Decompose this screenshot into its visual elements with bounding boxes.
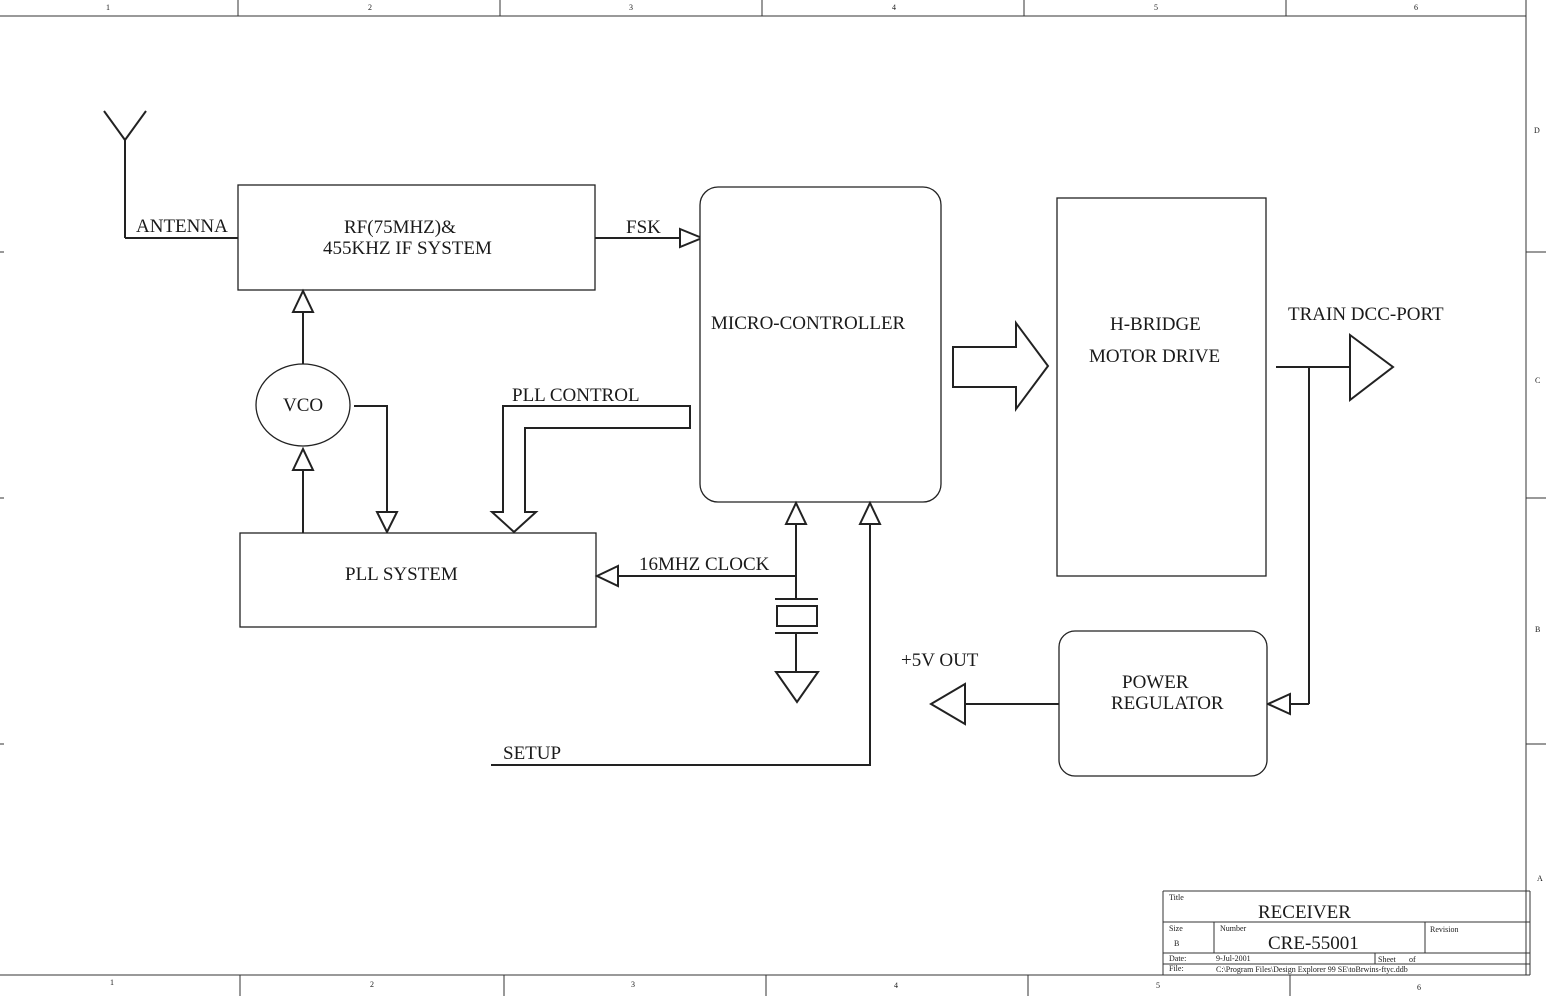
zone-label: 4 — [894, 981, 898, 990]
pll-control-label: PLL CONTROL — [512, 385, 640, 406]
rf-if-block — [237, 184, 596, 291]
five-volt-out-label: +5V OUT — [901, 650, 979, 671]
right-zone-labels: D C B A — [1534, 126, 1543, 883]
ground-symbol — [774, 671, 820, 704]
vco-to-pll-arrow — [354, 405, 399, 535]
micro-controller-label: MICRO-CONTROLLER — [711, 313, 906, 334]
bottom-zone-labels: 1 2 3 4 5 6 — [110, 978, 1421, 992]
zone-label: 3 — [629, 3, 633, 12]
number-label: Number — [1220, 924, 1247, 933]
h-bridge-block — [1056, 197, 1267, 577]
zone-label: 6 — [1414, 3, 1418, 12]
size-label: Size — [1169, 924, 1183, 933]
setup-input-line — [491, 500, 882, 766]
antenna-symbol — [103, 110, 238, 239]
size-value: B — [1174, 939, 1179, 948]
power-regulator-label-line1: POWER — [1122, 672, 1189, 693]
rf-block-label-line1: RF(75MHZ)& — [344, 217, 456, 238]
vco-label: VCO — [283, 395, 323, 416]
file-path: C:\Program Files\Design Explorer 99 SE\t… — [1216, 965, 1408, 974]
clock-signal-arrow — [594, 500, 808, 599]
fsk-label: FSK — [626, 217, 661, 238]
zone-label: 1 — [110, 978, 114, 987]
zone-label: 5 — [1154, 3, 1158, 12]
train-dcc-port-symbol — [1265, 333, 1395, 716]
zone-label: 1 — [106, 3, 110, 12]
antenna-label: ANTENNA — [136, 216, 228, 237]
fsk-signal-arrow — [595, 227, 705, 249]
pll-system-block — [239, 532, 597, 628]
zone-label: A — [1537, 874, 1543, 883]
power-regulator-label-line2: REGULATOR — [1111, 693, 1224, 714]
zone-label: D — [1534, 126, 1540, 135]
pll-to-vco-arrow — [291, 446, 315, 533]
zone-label: 2 — [370, 980, 374, 989]
setup-label: SETUP — [503, 743, 561, 764]
crystal-oscillator-symbol — [775, 598, 818, 672]
zone-label: 3 — [631, 980, 635, 989]
rf-block-label-line2: 455KHZ IF SYSTEM — [323, 238, 492, 259]
of-label: of — [1409, 955, 1416, 964]
date-value: 9-Jul-2001 — [1216, 954, 1251, 963]
zone-label: 4 — [892, 3, 896, 12]
drawing-number: CRE-55001 — [1268, 933, 1359, 954]
pll-control-bus-arrow — [489, 405, 691, 534]
h-bridge-label-line2: MOTOR DRIVE — [1089, 346, 1220, 367]
zone-label: 6 — [1417, 983, 1421, 992]
drawing-title: RECEIVER — [1258, 902, 1351, 923]
zone-label: 5 — [1156, 981, 1160, 990]
zone-label: 2 — [368, 3, 372, 12]
vco-to-rf-arrow — [291, 288, 315, 364]
micro-controller-block — [699, 186, 942, 503]
title-label: Title — [1169, 893, 1184, 902]
title-block — [1162, 890, 1531, 976]
file-label: File: — [1169, 964, 1184, 973]
zone-label: C — [1535, 376, 1540, 385]
h-bridge-label-line1: H-BRIDGE — [1110, 314, 1201, 335]
zone-label: B — [1535, 625, 1540, 634]
clock-label: 16MHZ CLOCK — [639, 554, 770, 575]
pll-system-label: PLL SYSTEM — [345, 564, 458, 585]
revision-label: Revision — [1430, 925, 1458, 934]
data-bus-arrow — [952, 319, 1050, 413]
date-label: Date: — [1169, 954, 1186, 963]
top-zone-labels: 1 2 3 4 5 6 — [106, 3, 1418, 12]
five-volt-output-arrow — [929, 682, 1059, 726]
train-dcc-port-label: TRAIN DCC-PORT — [1288, 304, 1444, 325]
sheet-label: Sheet — [1378, 955, 1397, 964]
